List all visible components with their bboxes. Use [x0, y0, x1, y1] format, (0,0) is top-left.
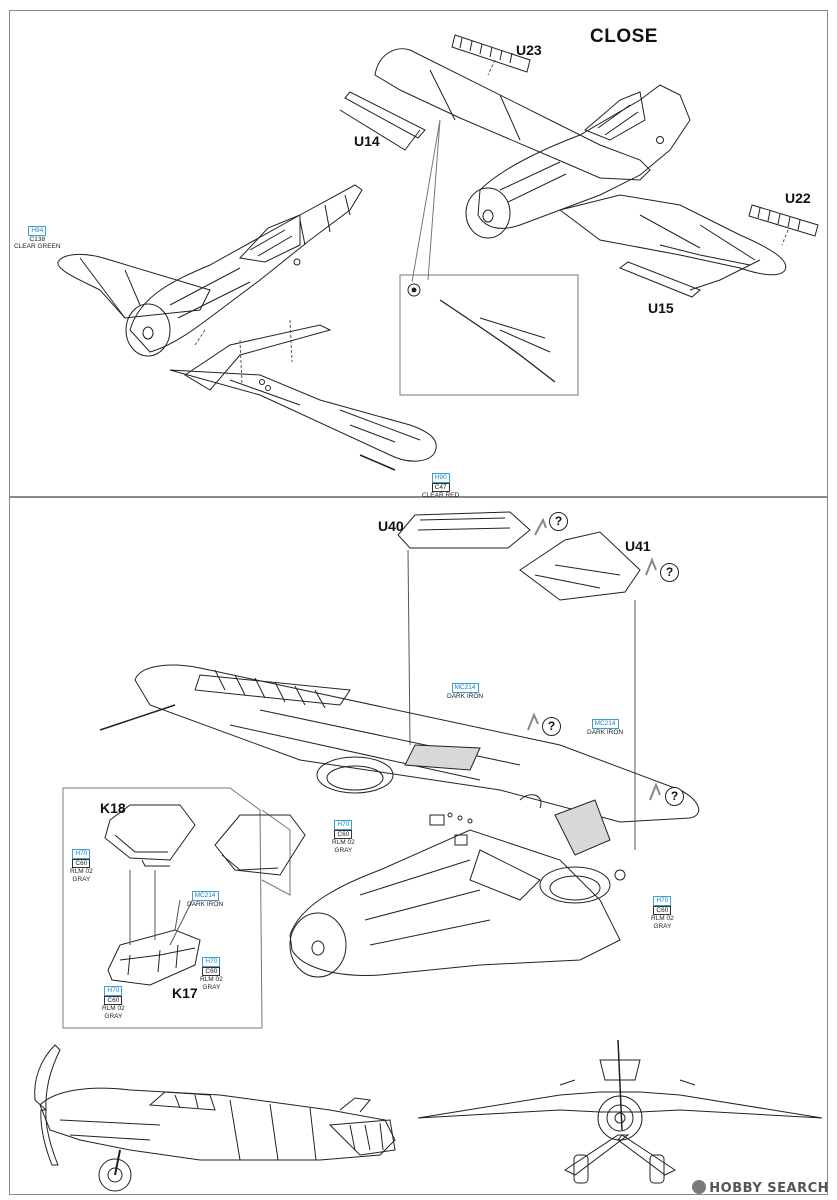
- watermark: HOBBY SEARCH: [692, 1180, 829, 1196]
- part-u22-label: U22: [785, 190, 811, 206]
- color-code-c138: C138: [29, 235, 46, 243]
- color-callout-rlm02: H70 C60 RLM 02 GRAY: [332, 820, 355, 854]
- color-code-c60: C60: [653, 905, 672, 915]
- color-callout-dark-iron: MC214 DARK IRON: [187, 891, 223, 908]
- color-name-gray: GRAY: [202, 983, 221, 991]
- k-parts-inset: [62, 787, 306, 1029]
- color-code-h70: H70: [653, 896, 672, 906]
- front-view-aircraft: [417, 1039, 823, 1184]
- color-callout-dark-iron: MC214 DARK IRON: [587, 719, 623, 736]
- part-k17-label: K17: [172, 985, 198, 1001]
- color-name-clear-red: CLEAR RED: [422, 492, 460, 499]
- color-code-c60: C60: [104, 995, 123, 1005]
- color-code-c47: C47: [431, 482, 450, 492]
- question-mark-icon: ?: [660, 563, 679, 582]
- color-callout-rlm02: H70 C60 RLM 02 GRAY: [70, 849, 93, 883]
- part-u14-label: U14: [354, 133, 380, 149]
- side-view-aircraft: [34, 1044, 396, 1192]
- part-u41-label: U41: [625, 538, 651, 554]
- color-code-mc214: MC214: [591, 719, 619, 729]
- part-u40-label: U40: [378, 518, 404, 534]
- color-code-c60: C60: [202, 966, 221, 976]
- color-callout-clear-green: H94 C138 CLEAR GREEN: [14, 226, 61, 251]
- close-label: CLOSE: [590, 26, 658, 47]
- color-code-mc214: MC214: [191, 891, 219, 901]
- color-name-gray: GRAY: [72, 875, 91, 883]
- watermark-text: HOBBY SEARCH: [709, 1181, 829, 1196]
- right-aircraft-upper: [339, 34, 819, 298]
- left-aircraft-underside: [57, 184, 437, 471]
- question-mark-icon: ?: [549, 512, 568, 531]
- hobby-search-logo-icon: [692, 1180, 707, 1194]
- color-name-rlm02: RLM 02: [102, 1005, 125, 1012]
- color-code-h70: H70: [202, 957, 221, 967]
- color-callout-rlm02: H70 C60 RLM 02 GRAY: [200, 957, 223, 991]
- color-name-gray: GRAY: [104, 1012, 123, 1020]
- color-code-h90: H90: [431, 473, 450, 483]
- part-u15-label: U15: [648, 300, 674, 316]
- color-name-dark-iron: DARK IRON: [187, 900, 224, 908]
- color-code-c60: C60: [72, 858, 91, 868]
- color-name-gray: GRAY: [653, 922, 672, 930]
- bottom-panel: [9, 497, 828, 1195]
- question-mark-icon: ?: [665, 787, 684, 806]
- color-code-h70: H70: [334, 820, 353, 830]
- color-callout-rlm02: H70 C60 RLM 02 GRAY: [102, 986, 125, 1020]
- closeup-inset: [399, 119, 579, 396]
- bottom-main-aircraft: [99, 511, 700, 978]
- color-name-rlm02: RLM 02: [332, 839, 355, 846]
- part-u23-label: U23: [516, 42, 542, 58]
- question-mark-icon: ?: [542, 717, 561, 736]
- color-name-gray: GRAY: [334, 846, 353, 854]
- color-code-h70: H70: [104, 986, 123, 996]
- color-callout-rlm02: H70 C60 RLM 02 GRAY: [651, 896, 674, 930]
- color-name-clear-green: CLEAR GREEN: [14, 243, 61, 250]
- color-code-mc214: MC214: [451, 683, 479, 693]
- color-name-dark-iron: DARK IRON: [587, 728, 624, 736]
- color-name-rlm02: RLM 02: [70, 868, 93, 875]
- top-panel: [9, 10, 828, 497]
- color-name-rlm02: RLM 02: [651, 915, 674, 922]
- color-code-h94: H94: [28, 226, 47, 236]
- color-name-dark-iron: DARK IRON: [447, 692, 484, 700]
- color-code-h70: H70: [72, 849, 91, 859]
- color-callout-dark-iron: MC214 DARK IRON: [447, 683, 483, 700]
- color-code-c60: C60: [334, 829, 353, 839]
- color-name-rlm02: RLM 02: [200, 976, 223, 983]
- part-k18-label: K18: [100, 800, 126, 816]
- color-callout-clear-red: H90 C47 CLEAR RED: [422, 473, 459, 500]
